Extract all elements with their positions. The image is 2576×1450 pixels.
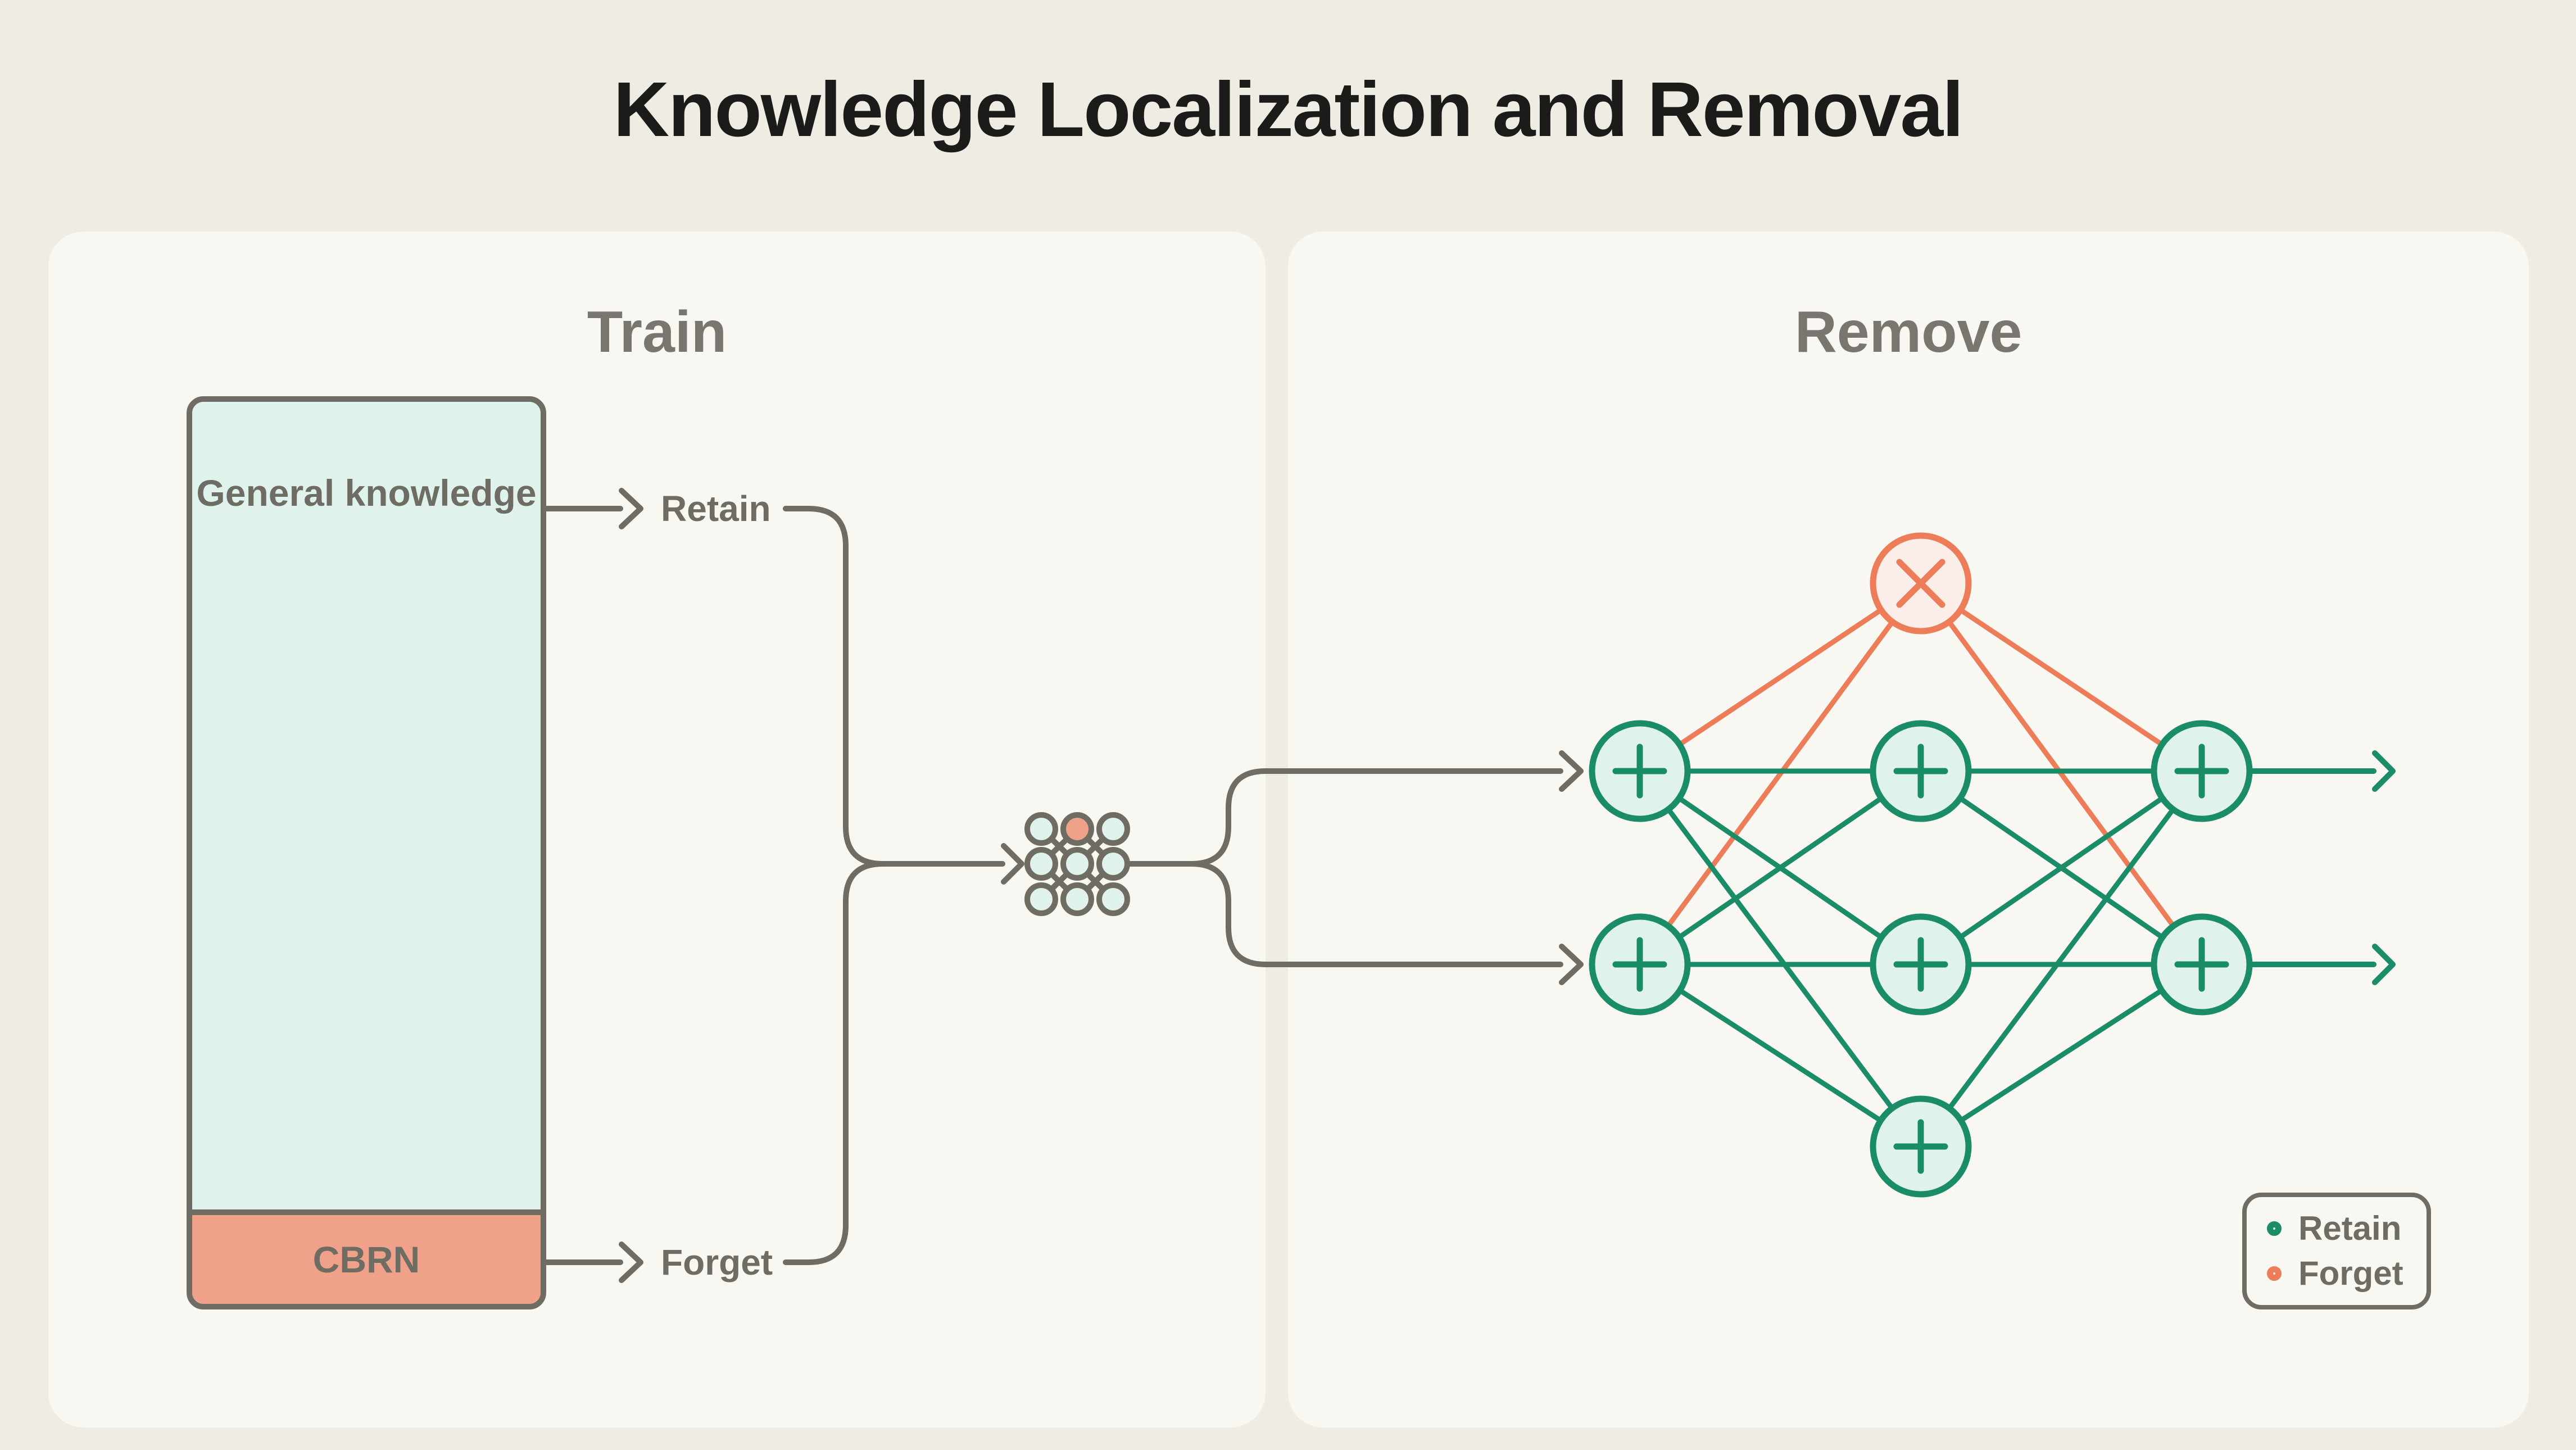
general-knowledge-region: General knowledge xyxy=(192,402,541,1209)
page-title: Knowledge Localization and Removal xyxy=(613,66,1963,153)
remove-panel-title: Remove xyxy=(1794,300,2022,365)
legend-row-forget: Forget xyxy=(2267,1257,2427,1290)
cbrn-region: CBRN xyxy=(192,1209,541,1304)
retain-flow-label: Retain xyxy=(661,488,771,529)
forget-legend-label: Forget xyxy=(2298,1254,2403,1292)
forget-legend-circle-icon xyxy=(2267,1266,2282,1281)
training-data-box: General knowledge CBRN xyxy=(187,396,546,1309)
legend: Retain Forget xyxy=(2242,1193,2431,1309)
legend-row-retain: Retain xyxy=(2267,1212,2427,1245)
forget-flow-label: Forget xyxy=(661,1242,773,1283)
retain-legend-label: Retain xyxy=(2298,1209,2402,1247)
retain-legend-circle-icon xyxy=(2267,1221,2282,1236)
cbrn-label: CBRN xyxy=(312,1239,420,1280)
train-panel-title: Train xyxy=(587,300,727,365)
general-knowledge-label: General knowledge xyxy=(196,472,537,514)
